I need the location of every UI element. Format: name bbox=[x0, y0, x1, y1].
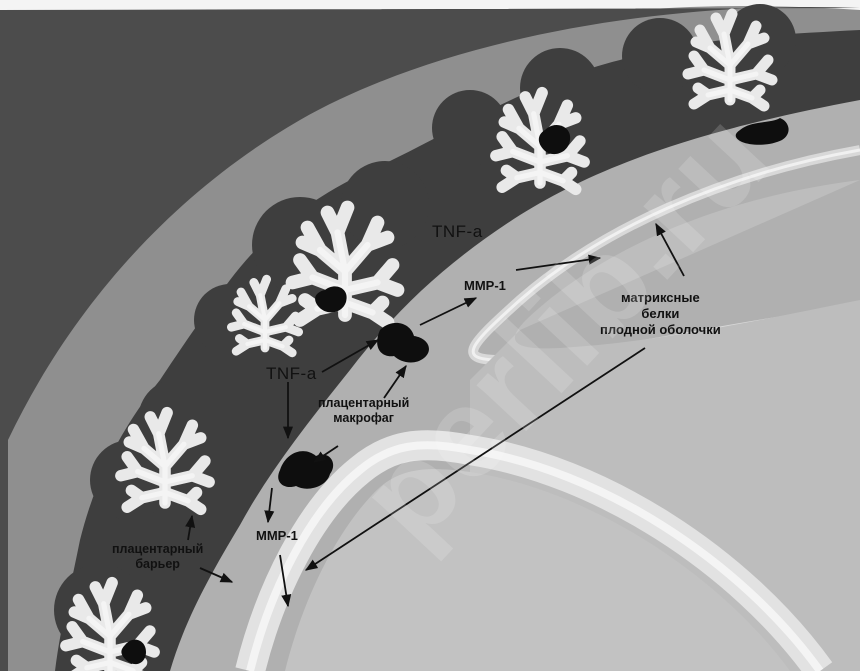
matrix-proteins-line2: белки bbox=[600, 306, 721, 322]
mmp1-label-lower: MMP-1 bbox=[256, 528, 298, 543]
barrier-label: плацентарный барьер bbox=[112, 542, 203, 572]
mmp1-label-upper: MMP-1 bbox=[464, 278, 506, 293]
matrix-proteins-line1: матриксные bbox=[600, 290, 721, 306]
macrophage-label-line1: плацентарный bbox=[318, 396, 409, 410]
macrophage-label-line2: макрофаг bbox=[333, 411, 394, 425]
matrix-proteins-label: матриксные белки плодной оболочки bbox=[600, 290, 721, 338]
tnf-a-label-upper: TNF-a bbox=[432, 222, 483, 242]
barrier-label-line2: барьер bbox=[135, 557, 180, 571]
matrix-proteins-line3: плодной оболочки bbox=[600, 322, 721, 338]
barrier-label-line1: плацентарный bbox=[112, 542, 203, 556]
tnf-a-label-lower: TNF-a bbox=[266, 364, 317, 384]
macrophage-label: плацентарный макрофаг bbox=[318, 396, 409, 426]
